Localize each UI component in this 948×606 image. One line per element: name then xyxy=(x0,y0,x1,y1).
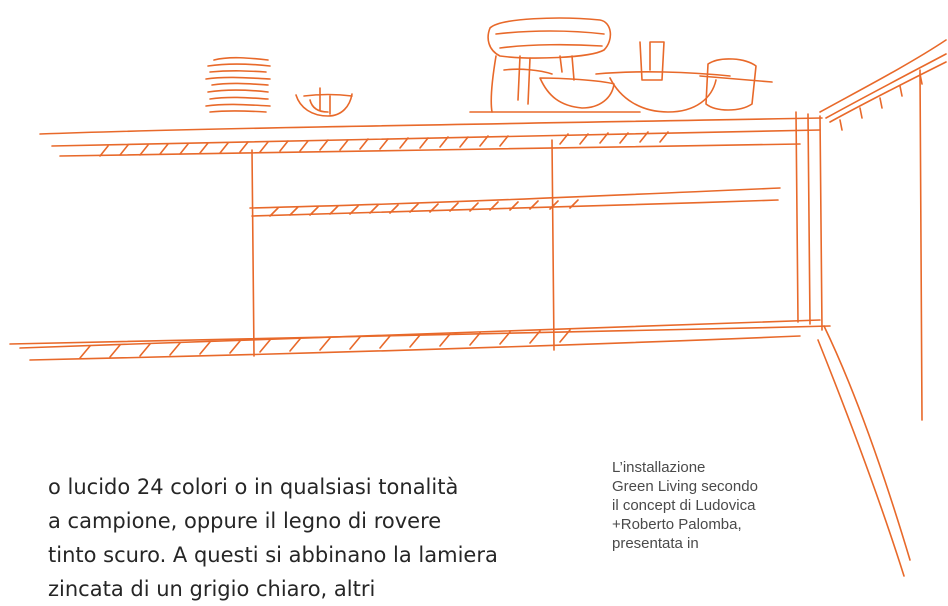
article-body-text: o lucido 24 colori o in qualsiasi tonali… xyxy=(48,470,568,606)
image-caption: L’installazione Green Living secondo il … xyxy=(612,458,812,553)
mixer-sketch xyxy=(469,17,641,113)
body-text-line: tinto scuro. A questi si abbinano la lam… xyxy=(48,543,498,567)
caption-line: L’installazione xyxy=(612,459,706,476)
wall-perspective-sketch xyxy=(817,39,947,577)
plates-stack-sketch xyxy=(205,56,271,113)
caption-line: il concept di Ludovica xyxy=(612,497,756,514)
body-text-line: a campione, oppure il legno di rovere xyxy=(48,509,442,533)
pot-sketch xyxy=(595,41,773,113)
cabinet-uprights-sketch xyxy=(251,111,823,357)
middle-shelf-sketch xyxy=(249,187,781,217)
kitchen-sketch-illustration xyxy=(9,17,947,577)
caption-line: Green Living secondo xyxy=(612,478,758,495)
worktop-sketch xyxy=(39,117,823,157)
body-text-line: zincata di un grigio chiaro, altri xyxy=(48,577,376,601)
body-text-line: o lucido 24 colori o in qualsiasi tonali… xyxy=(48,475,459,499)
bottom-shelf-sketch xyxy=(9,319,831,361)
cup-sketch xyxy=(295,87,353,117)
caption-line: presentata in xyxy=(612,535,699,552)
caption-line: +Roberto Palomba, xyxy=(612,516,742,533)
